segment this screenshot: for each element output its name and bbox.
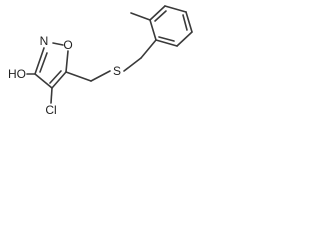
bond-ch2-s	[90, 70, 111, 82]
atom-label-n: N	[40, 34, 49, 48]
bond-b4-b5-double	[182, 14, 188, 31]
bond-methyl	[130, 12, 151, 21]
bond-c4-c3	[34, 73, 53, 89]
bond-b2-b3-double	[154, 10, 167, 22]
benzene-ring	[130, 5, 193, 47]
bond-b3-b4	[164, 5, 187, 13]
bond-c5-ch2	[65, 71, 92, 82]
substituent-bonds	[26, 39, 157, 104]
bond-c5-c4-double	[49, 70, 62, 84]
bond-b1-b2	[149, 19, 157, 41]
atom-label-o: O	[63, 38, 72, 52]
bond-s-ch2	[123, 57, 142, 72]
isoxazole-ring	[34, 42, 69, 89]
bond-n-o	[52, 42, 64, 46]
bond-b4-b5	[185, 11, 193, 33]
bond-c4-cl	[50, 87, 53, 104]
bond-b6-b1	[155, 39, 178, 47]
bond-c3-n-double	[39, 52, 48, 73]
bond-b5-b6	[176, 31, 193, 47]
atom-labels: N O HO Cl S	[8, 34, 121, 117]
bond-b2-b3	[149, 5, 166, 21]
bond-c5-c4	[51, 71, 67, 89]
atom-label-ho: HO	[8, 67, 26, 81]
molecule-structure-diagram: N O HO Cl S	[8, 5, 193, 117]
atom-label-cl: Cl	[45, 103, 56, 117]
bond-ch2-ring	[140, 39, 157, 59]
bond-o-c5	[65, 50, 69, 73]
bond-b6-b1-double	[158, 36, 175, 42]
bond-c3-n	[34, 47, 45, 75]
atom-label-s: S	[113, 64, 121, 78]
